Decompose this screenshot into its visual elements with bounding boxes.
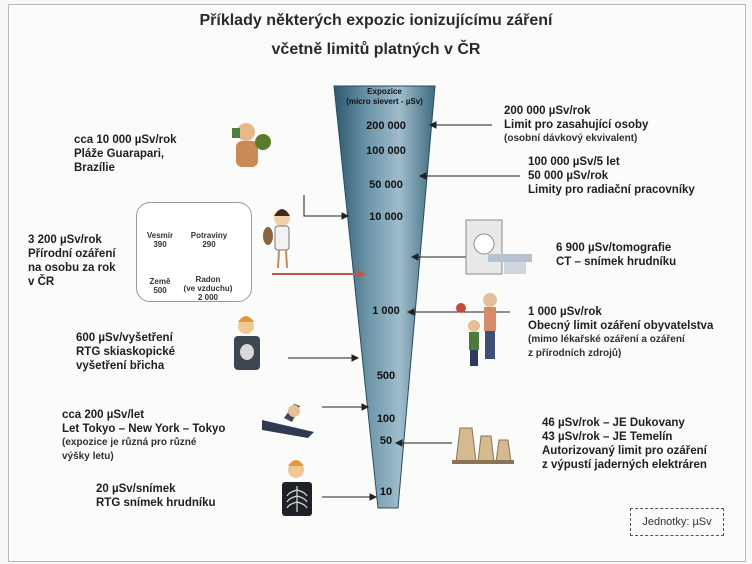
left-arrows — [288, 195, 378, 501]
exposure-cone — [333, 85, 436, 509]
axis-tick-50000: 50 000 — [369, 179, 403, 191]
worker-limit-line-3: Limity pro radiační pracovníky — [528, 184, 695, 196]
axis-tick-200000: 200 000 — [366, 120, 406, 132]
axis-tick-1000: 1 000 — [372, 305, 400, 317]
axis-tick-10: 10 — [379, 486, 393, 498]
stomach-line-3: vyšetření břicha — [76, 360, 165, 372]
beach-family-icon — [232, 123, 271, 167]
flight-line-2: Let Tokyo – New York – Tokyo — [62, 423, 226, 435]
ct-line-1: 6 900 µSv/tomografie — [556, 242, 672, 254]
ct-note: 6 900 µSv/tomografie CT – snímek hrudník… — [556, 241, 736, 269]
stomach-line-1: 600 µSv/vyšetření — [76, 332, 173, 344]
title-line-1: Příklady některých expozic ionizujícímu … — [199, 12, 553, 29]
natural-line-3: na osobu za rok — [28, 262, 116, 274]
space-value: 390 — [153, 240, 167, 249]
flight-line-1: cca 200 µSv/let — [62, 409, 145, 421]
guarapari-line-2: Pláže Guarapari, — [74, 148, 165, 160]
public-limit-line-1: 200 000 µSv/rok — [504, 105, 591, 117]
public-limit-line-2: Limit pro zasahující osoby — [504, 119, 649, 131]
right-arrows — [394, 121, 520, 447]
chest-line-2: RTG snímek hrudníku — [96, 497, 216, 509]
general-limit-line-3: (mimo lékařské ozáření a ozáření — [528, 334, 685, 345]
axis-header: Expozice(micro sievert - µSv) — [334, 87, 435, 107]
natural-line-2: Přírodní ozáření — [28, 248, 116, 260]
natural-exposure-note: 3 200 µSv/rok Přírodní ozáření na osobu … — [28, 233, 140, 289]
general-limit-line-1: 1 000 µSv/rok — [528, 306, 602, 318]
public-limit-line-3: (osobní dávkový ekvivalent) — [504, 133, 638, 144]
guarapari-note: cca 10 000 µSv/rok Pláže Guarapari, Braz… — [74, 133, 224, 175]
axis-tick-50: 50 — [379, 435, 393, 447]
guarapari-line-3: Brazílie — [74, 162, 115, 174]
axis-tick-100000: 100 000 — [366, 145, 406, 157]
natural-line-1: 3 200 µSv/rok — [28, 234, 102, 246]
chest-line-1: 20 µSv/snímek — [96, 483, 176, 495]
family-icon — [456, 293, 497, 366]
flight-note: cca 200 µSv/let Let Tokyo – New York – T… — [62, 408, 262, 464]
axis-tick-100: 100 — [376, 413, 396, 425]
guarapari-line-1: cca 10 000 µSv/rok — [74, 134, 177, 146]
stomach-xray-note: 600 µSv/vyšetření RTG skiaskopické vyšet… — [76, 331, 236, 373]
flight-line-3: (expozice je různá pro různé — [62, 437, 197, 448]
units-box: Jednotky: µSv — [630, 508, 724, 536]
radon-label: Radon — [195, 275, 221, 284]
earth-value: 500 — [153, 286, 167, 295]
nuclear-line-3: Autorizovaný limit pro ozáření — [542, 445, 707, 457]
food-label: Potraviny — [190, 231, 228, 240]
general-limit-note: 1 000 µSv/rok Obecný limit ozáření obyva… — [528, 305, 743, 361]
nuclear-line-4: z výpustí jaderných elektráren — [542, 459, 707, 471]
ct-scanner-icon — [465, 219, 532, 275]
axis-tick-500: 500 — [376, 370, 396, 382]
earth-label: Země — [149, 277, 171, 286]
axis-header-unit: (micro sievert - µSv) — [346, 97, 423, 106]
radon-sublabel: (ve vzduchu) — [183, 284, 233, 293]
worker-limit-note: 100 000 µSv/5 let 50 000 µSv/rok Limity … — [528, 155, 738, 197]
chest-xray-note: 20 µSv/snímek RTG snímek hrudníku — [96, 482, 266, 510]
general-limit-line-2: Obecný limit ozáření obyvatelstva — [528, 320, 714, 332]
nuclear-line-1: 46 µSv/rok – JE Dukovany — [542, 417, 685, 429]
nuclear-plant-icon — [452, 427, 514, 464]
nuclear-plant-note: 46 µSv/rok – JE Dukovany 43 µSv/rok – JE… — [542, 416, 742, 472]
stomach-line-2: RTG skiaskopické — [76, 346, 176, 358]
flight-line-4: výšky letu) — [62, 451, 114, 462]
public-limit-note: 200 000 µSv/rok Limit pro zasahující oso… — [504, 104, 704, 146]
natural-line-4: v ČR — [28, 276, 55, 288]
axis-tick-10000: 10 000 — [369, 211, 403, 223]
chest-xray-person-icon — [282, 460, 312, 516]
ct-line-2: CT – snímek hrudníku — [556, 256, 677, 268]
title-line-2: včetně limitů platných v ČR — [271, 41, 481, 58]
general-limit-line-4: z přírodních zdrojů) — [528, 348, 622, 359]
stomach-xray-person-icon — [234, 316, 260, 370]
airplane-pilot-icon — [262, 404, 314, 438]
space-label: Vesmír — [146, 231, 174, 240]
food-value: 290 — [202, 240, 216, 249]
radon-value: 2 000 — [197, 293, 219, 302]
girl-icon — [263, 209, 290, 269]
radon-caption: Radon(ve vzduchu)2 000 — [180, 275, 236, 302]
axis-header-title: Expozice — [367, 87, 402, 96]
natural-sources-callout — [136, 202, 252, 302]
worker-limit-line-2: 50 000 µSv/rok — [528, 170, 609, 182]
nuclear-line-2: 43 µSv/rok – JE Temelín — [542, 431, 673, 443]
worker-limit-line-1: 100 000 µSv/5 let — [528, 156, 620, 168]
